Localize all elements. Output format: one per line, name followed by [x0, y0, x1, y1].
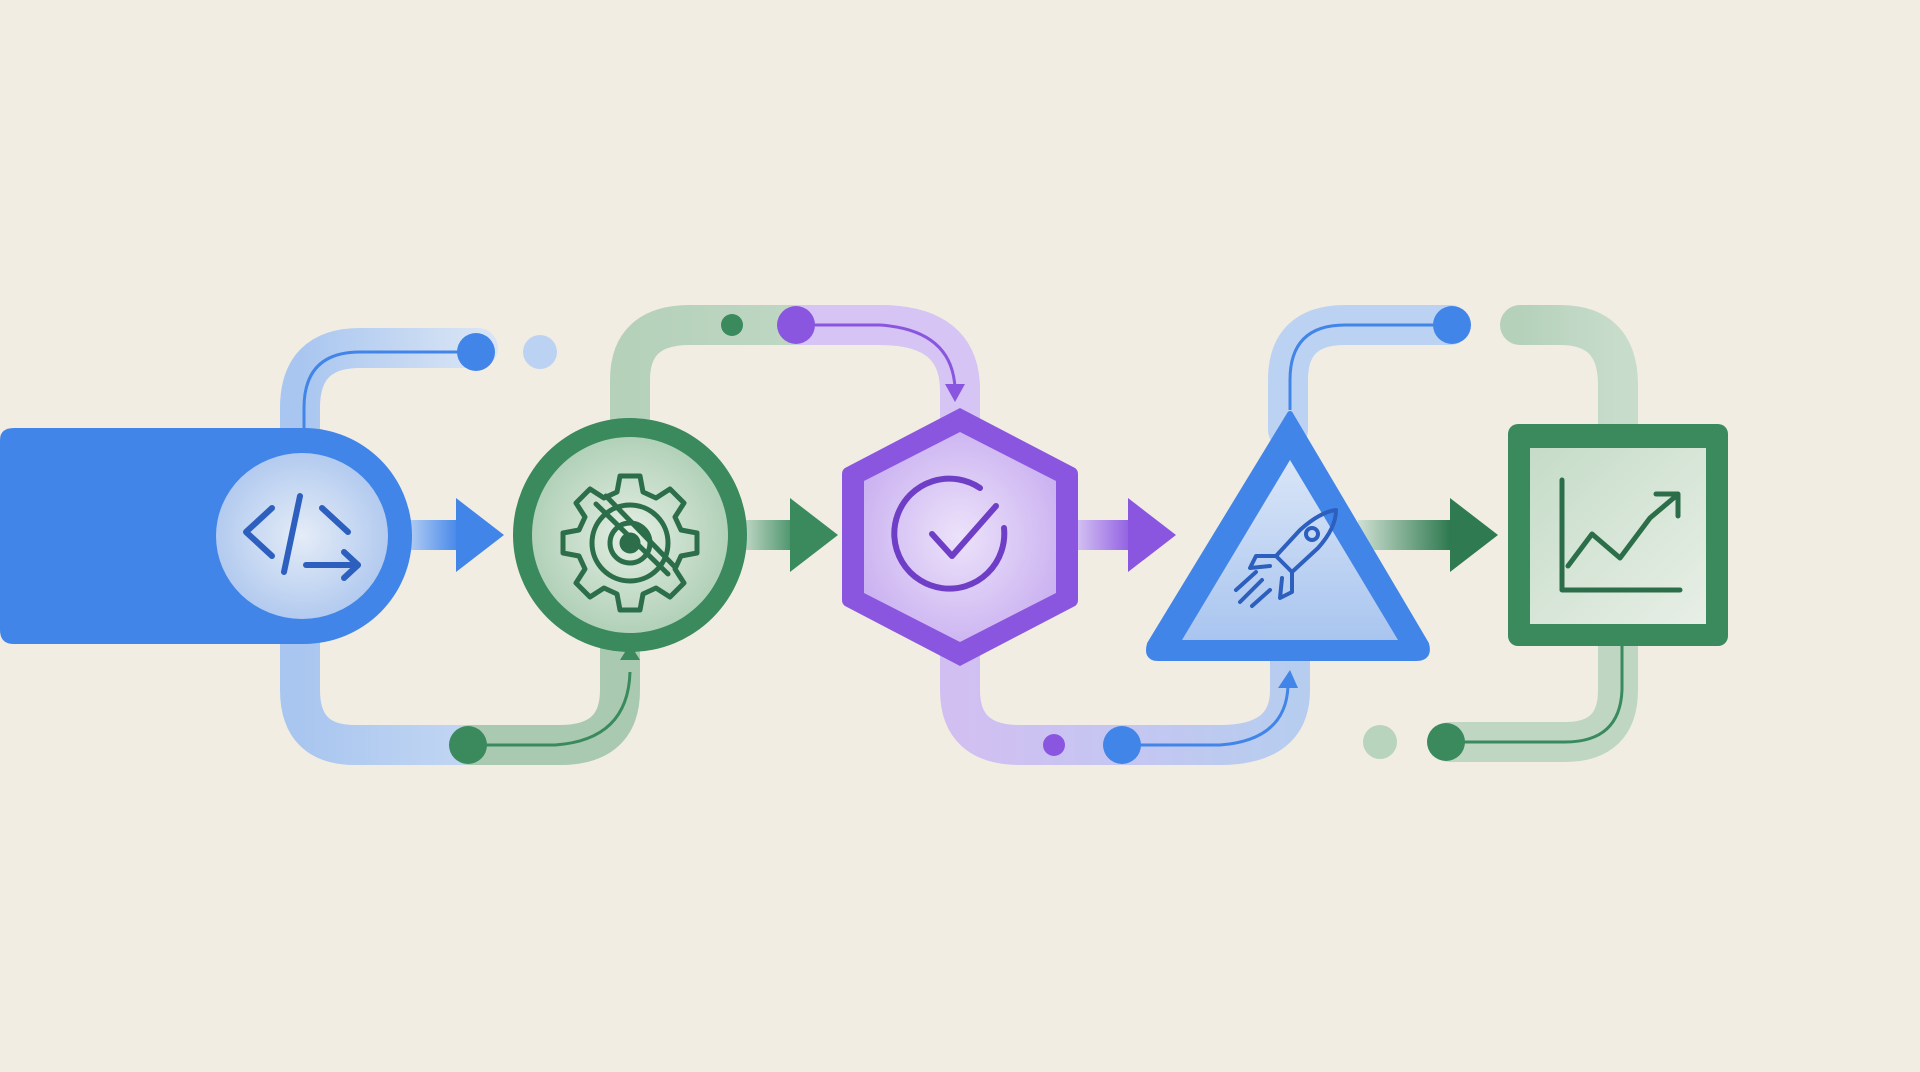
trend-chart-icon	[1559, 477, 1683, 593]
arrow-head	[1278, 670, 1298, 688]
rocket-icon	[1234, 508, 1338, 608]
forward-arrow-deploy-monitor	[1358, 498, 1498, 572]
stage-monitor	[1508, 424, 1728, 646]
code-circle	[216, 453, 388, 619]
node-dot	[1363, 725, 1397, 759]
node-dot	[449, 726, 487, 764]
check-circle-icon	[891, 475, 1008, 592]
arrow-head	[945, 384, 965, 402]
stage-code	[0, 428, 412, 644]
code-icon	[243, 493, 361, 581]
forward-arrow-build-test	[740, 498, 838, 572]
node-dot	[1103, 726, 1141, 764]
node-dot	[777, 306, 815, 344]
stage-test	[842, 408, 1078, 666]
forward-arrow-code-build	[400, 498, 504, 572]
gear-wrench-icon	[560, 473, 700, 613]
feedback-loop-code	[280, 328, 640, 765]
node-dot	[1433, 306, 1471, 344]
node-dot	[721, 314, 743, 336]
stage-build	[513, 418, 747, 652]
node-dot	[523, 335, 557, 369]
node-dot	[1043, 734, 1065, 756]
feedback-loop-test	[940, 620, 1310, 765]
feedback-loop-deploy	[1268, 305, 1638, 762]
stage-deploy	[1146, 411, 1430, 661]
node-dot	[1427, 723, 1465, 761]
node-dot	[457, 333, 495, 371]
forward-arrow-test-deploy	[1070, 498, 1176, 572]
feedback-loop-build	[610, 305, 980, 450]
